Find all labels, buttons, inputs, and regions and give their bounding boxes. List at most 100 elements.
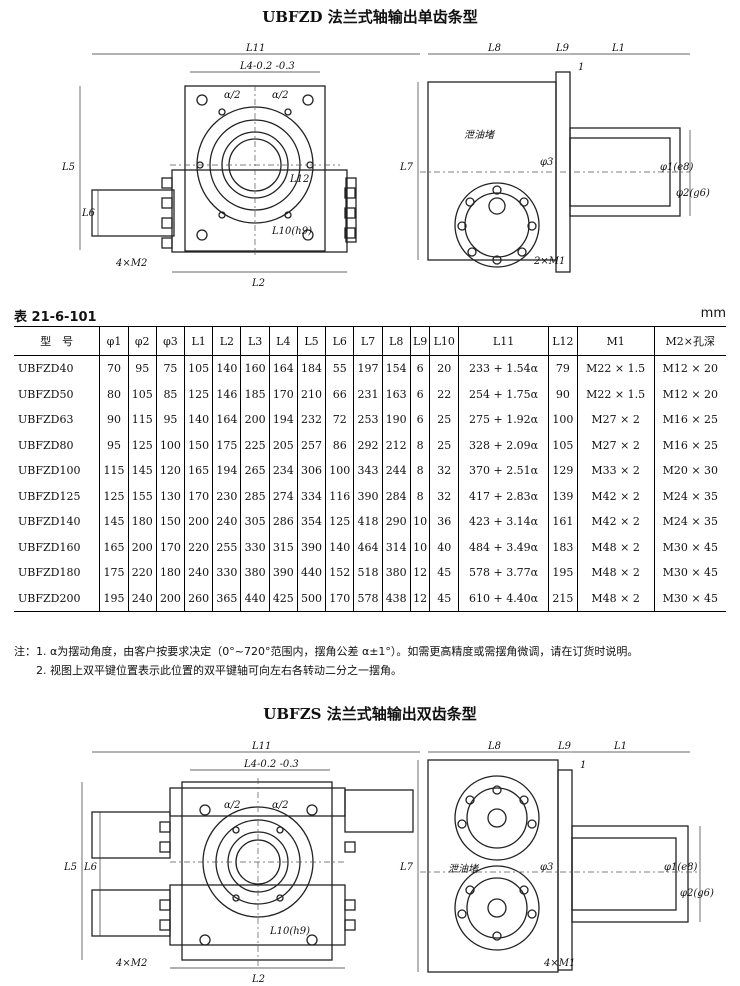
table-header-cell: L12 (548, 326, 578, 356)
table-header-cell: L1 (184, 326, 213, 356)
table-cell: 314 (381, 534, 411, 560)
table-cell: 70 (99, 355, 129, 382)
table-cell: UBFZD200 (14, 585, 100, 612)
table-cell: 170 (184, 483, 213, 509)
table-cell: 139 (548, 483, 578, 509)
dim-L10: L10(h9) (271, 226, 312, 237)
table-cell: 175 (99, 560, 129, 586)
table-cell: M12 × 20 (653, 381, 726, 407)
table-cell: 343 (353, 458, 383, 484)
table-cell: 231 (353, 381, 383, 407)
table-cell: 90 (548, 381, 578, 407)
dim2-phi2: φ2(g6) (680, 888, 714, 899)
table-cell: 75 (155, 355, 185, 382)
table-cell: 72 (325, 407, 354, 433)
dim2-L1: L1 (613, 741, 627, 752)
table-header-cell: L3 (240, 326, 270, 356)
table-cell: 440 (296, 560, 326, 586)
table-cell: 45 (429, 560, 459, 586)
table-cell: M16 × 25 (653, 407, 726, 433)
table-cell: 265 (240, 458, 270, 484)
table-cell: 55 (325, 355, 354, 382)
table-cell: 425 (268, 585, 298, 612)
table-cell: M27 × 2 (576, 432, 655, 458)
table-cell: 315 (268, 534, 298, 560)
table-cell: 140 (184, 407, 213, 433)
table-cell: 234 (268, 458, 298, 484)
table-cell: M48 × 2 (576, 560, 655, 586)
table-cell: 145 (127, 458, 157, 484)
table-cell: 66 (325, 381, 354, 407)
table-cell: 100 (548, 407, 578, 433)
table-header-cell: M2×孔深 (653, 326, 726, 356)
table-cell: M30 × 45 (653, 585, 726, 612)
table-cell: M30 × 45 (653, 534, 726, 560)
table-cell: 140 (212, 355, 241, 382)
table-cell: 240 (184, 560, 213, 586)
title-single-rack: UBFZD 法兰式轴输出单齿条型 (262, 8, 478, 26)
table-header-cell: L6 (325, 326, 354, 356)
table-header-cell: L11 (458, 326, 549, 356)
callout2-M1: 4×M1 (543, 958, 575, 969)
table-cell: 286 (268, 509, 298, 535)
table-cell: 170 (268, 381, 298, 407)
table-cell: 254 + 1.75α (458, 381, 549, 407)
table-cell: 36 (429, 509, 459, 535)
table-cell: M42 × 2 (576, 483, 655, 509)
table-caption: 表 21-6-101 (14, 310, 97, 325)
table-cell: 160 (240, 355, 270, 382)
table-cell: 200 (127, 534, 157, 560)
table-cell: 500 (296, 585, 326, 612)
table-header-cell: 型 号 (14, 326, 100, 356)
table-cell: 195 (548, 560, 578, 586)
table-cell: 150 (184, 432, 213, 458)
dim2-phi3: φ3 (540, 862, 553, 873)
table-cell: 22 (429, 381, 459, 407)
table-cell: 86 (325, 432, 354, 458)
table-header-cell: L4 (268, 326, 298, 356)
dim2-L5: L5 (63, 862, 77, 873)
table-cell: UBFZD140 (18, 515, 81, 529)
table-cell: 194 (268, 407, 298, 433)
table-cell: 25 (429, 432, 459, 458)
angle2-left: α/2 (224, 800, 240, 811)
table-cell: 370 + 2.51α (458, 458, 549, 484)
table-cell: 105 (184, 355, 213, 382)
table-cell: 354 (296, 509, 326, 535)
table-cell: 115 (99, 458, 129, 484)
table-cell: 390 (268, 560, 298, 586)
dim2-one: 1 (580, 760, 586, 771)
table-cell: M12 × 20 (653, 355, 726, 382)
table-cell: 12 (409, 585, 430, 612)
table-cell: 212 (381, 432, 411, 458)
table-cell: 130 (155, 483, 185, 509)
table-cell: 464 (353, 534, 383, 560)
table-header-cell: L7 (353, 326, 383, 356)
table-header-cell: L8 (381, 326, 411, 356)
callout-M1: 2×M1 (533, 256, 565, 267)
table-cell: M24 × 35 (653, 509, 726, 535)
table-cell: 100 (155, 432, 185, 458)
table-cell: 285 (240, 483, 270, 509)
table-cell: UBFZD40 (18, 362, 74, 376)
table-cell: M48 × 2 (576, 585, 655, 612)
table-cell: 220 (127, 560, 157, 586)
dim-L12: L12 (289, 174, 309, 185)
table-cell: 292 (353, 432, 383, 458)
table-cell: 233 + 1.54α (458, 355, 549, 382)
table-cell: 200 (240, 407, 270, 433)
table-cell: 185 (240, 381, 270, 407)
table-cell: 197 (353, 355, 383, 382)
table-cell: UBFZD100 (18, 464, 81, 478)
table-cell: 328 + 2.09α (458, 432, 549, 458)
table-cell: 220 (184, 534, 213, 560)
table-cell: 305 (240, 509, 270, 535)
table-cell: 161 (548, 509, 578, 535)
